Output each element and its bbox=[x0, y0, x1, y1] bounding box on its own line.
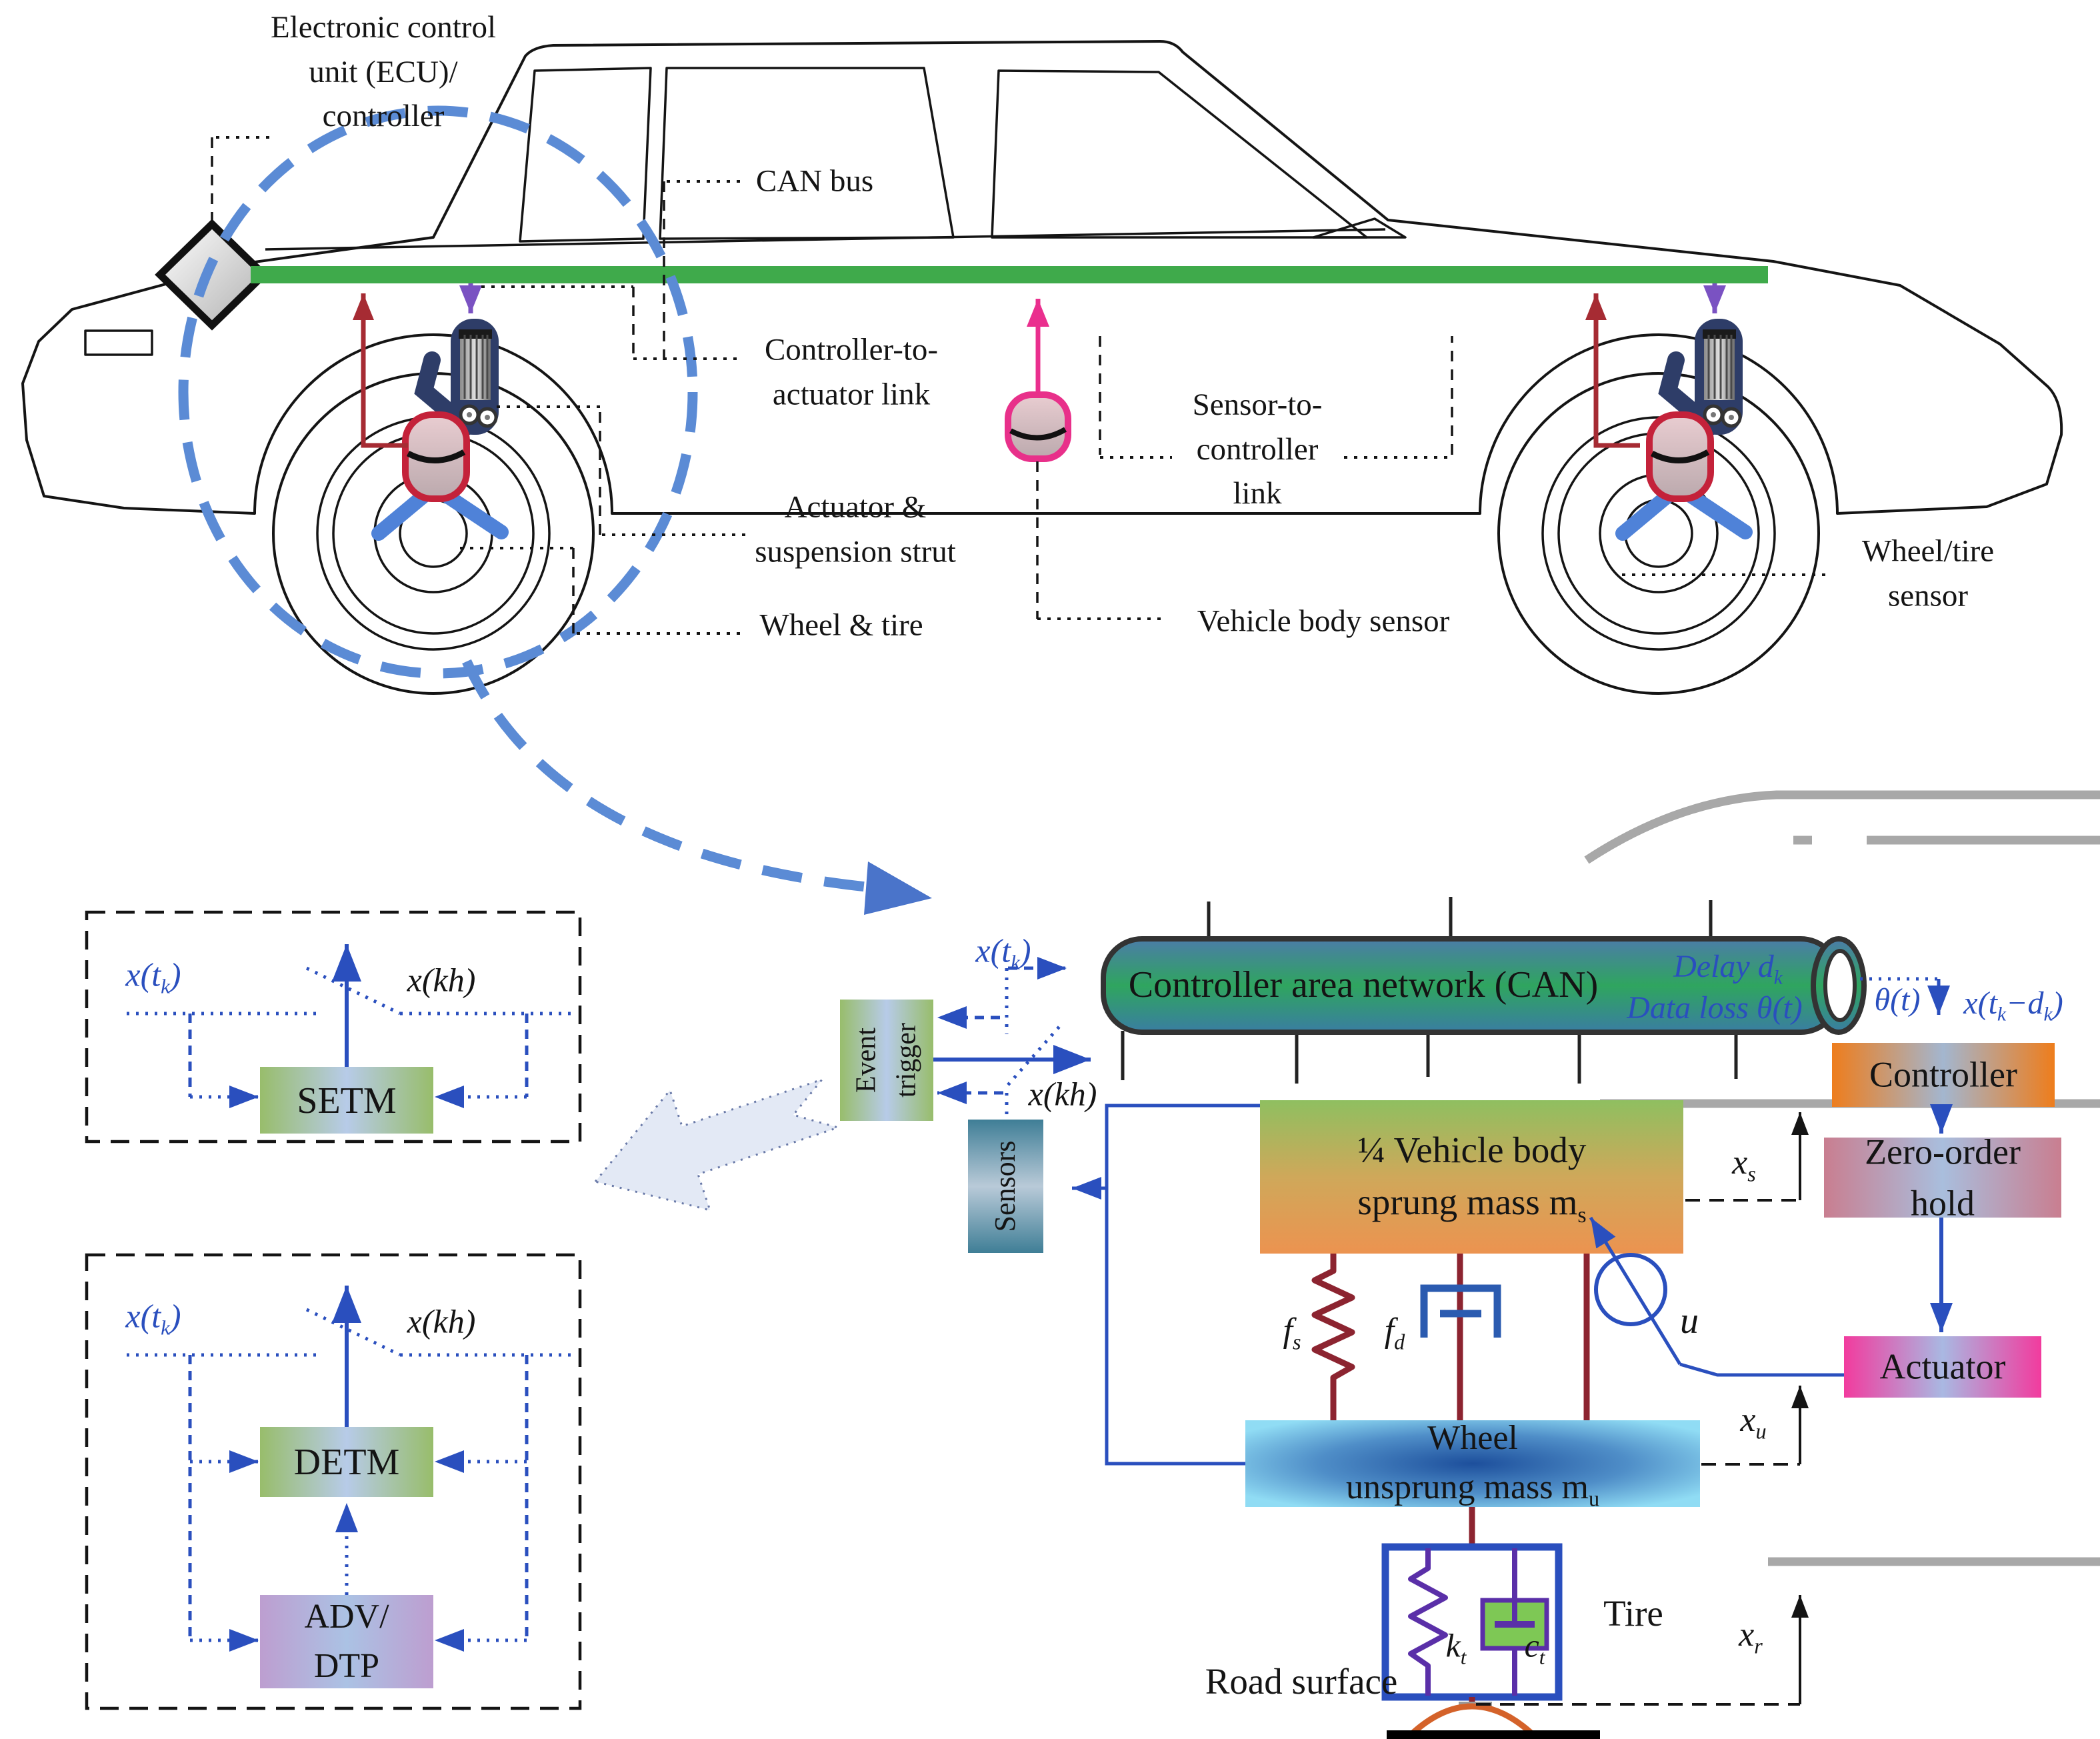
zero-order-hold-box bbox=[1824, 1138, 2061, 1218]
can-bus-bar bbox=[251, 266, 1768, 283]
front-wheel-sensor bbox=[402, 411, 470, 502]
rear-suspension bbox=[1615, 319, 1753, 541]
net-xtk-label: x(tk) bbox=[975, 932, 1031, 974]
actuator-wire bbox=[1679, 1362, 1844, 1377]
tire-stiffness-label: kt bbox=[1445, 1626, 1467, 1669]
setm-panel-border bbox=[85, 910, 582, 1144]
detm-box bbox=[260, 1427, 433, 1497]
actuator-box bbox=[1844, 1336, 2041, 1398]
front-sensor-up-arrow bbox=[353, 293, 408, 448]
tire-spring bbox=[1408, 1548, 1448, 1696]
tire-damping-label: ct bbox=[1524, 1626, 1545, 1669]
setm-xtk-label: x(tk) bbox=[125, 956, 181, 998]
can-tube bbox=[1101, 897, 1867, 1084]
sensors-box bbox=[968, 1120, 1043, 1253]
adv-dtp-box-label: ADV/DTP bbox=[304, 1598, 389, 1685]
sensor-feedback-loop bbox=[1072, 1104, 1260, 1466]
setm-box-label: SETM bbox=[297, 1080, 397, 1122]
window-driver bbox=[659, 67, 955, 240]
can-tube-opening bbox=[1823, 949, 1857, 1022]
detm-xkh-label: x(kh) bbox=[407, 1302, 476, 1340]
tire-label: Tire bbox=[1603, 1592, 1663, 1634]
adv-dtp-box bbox=[260, 1595, 433, 1688]
spring-force-label: fs bbox=[1283, 1312, 1301, 1354]
unsprung-disp-label: xu bbox=[1740, 1401, 1767, 1444]
vehicle-body-sensor-label: Vehicle body sensor bbox=[1197, 603, 1450, 639]
label-leaders bbox=[211, 136, 1825, 635]
setm-box bbox=[260, 1067, 433, 1134]
road-surface-label: Road surface bbox=[1205, 1660, 1398, 1702]
xtk-dk-label: x(tk−dk) bbox=[1963, 985, 2063, 1026]
rear-sensor-up-arrow bbox=[1585, 293, 1640, 448]
damper-force-label: fd bbox=[1384, 1312, 1405, 1354]
controller-label: Controller bbox=[1869, 1054, 2017, 1095]
trigger-wires bbox=[933, 957, 1950, 1120]
sprung-disp-label: xs bbox=[1732, 1144, 1756, 1186]
rear-wishbone-left bbox=[1615, 486, 1678, 541]
rear-wishbone-right bbox=[1682, 487, 1753, 539]
rear-wheel-sensor bbox=[1646, 411, 1714, 502]
window-front bbox=[519, 67, 652, 243]
theta-label: θ(t) bbox=[1874, 982, 1921, 1018]
actuator-strut-label: Actuator &suspension strut bbox=[755, 489, 956, 569]
suspension-spring bbox=[1311, 1254, 1355, 1420]
controller-to-actuator-label: Controller-to-actuator link bbox=[764, 332, 939, 411]
wheel-tire-label: Wheel & tire bbox=[759, 607, 923, 643]
displacement-indicators bbox=[1476, 1112, 1809, 1706]
car-body-path bbox=[21, 40, 2063, 515]
detm-box-label: DETM bbox=[293, 1442, 400, 1484]
sensors-label: Sensors bbox=[988, 1140, 1021, 1232]
actuator-force-circle bbox=[1594, 1253, 1667, 1326]
road-surface bbox=[1387, 1702, 1600, 1739]
window-rear-door bbox=[991, 69, 1368, 239]
road-disp-label: xr bbox=[1739, 1616, 1763, 1658]
suspension-damper bbox=[1420, 1284, 1501, 1338]
detail-hollow-arrow bbox=[593, 1077, 842, 1212]
can-label: Controller area network (CAN) bbox=[1128, 964, 1599, 1006]
front-wishbone-left bbox=[371, 486, 434, 541]
window-quarter bbox=[1312, 217, 1407, 239]
can-delay-label: Delay dk bbox=[1673, 948, 1783, 989]
unsprung-mass-box bbox=[1245, 1420, 1700, 1507]
can-data-loss-label: Data loss θ(t) bbox=[1627, 990, 1803, 1026]
front-vent bbox=[84, 329, 153, 356]
detm-panel-wires bbox=[127, 1286, 572, 1652]
event-trigger-box bbox=[840, 1000, 933, 1121]
setm-panel-wires bbox=[127, 944, 572, 1108]
car-signal-arrows bbox=[353, 283, 1726, 448]
car-beltline bbox=[265, 228, 1386, 251]
control-force-label: u bbox=[1680, 1300, 1699, 1342]
controller-box bbox=[1832, 1043, 2055, 1107]
car-outline bbox=[21, 40, 2063, 515]
vehicle-body-sensor-icon bbox=[1005, 391, 1071, 462]
front-wishbone-right bbox=[438, 487, 509, 539]
zoom-arrowhead bbox=[864, 861, 932, 915]
actuator-label: Actuator bbox=[1879, 1346, 2006, 1387]
can-bus-label: CAN bus bbox=[755, 163, 874, 199]
front-suspension bbox=[371, 319, 509, 541]
ecu-icon bbox=[155, 219, 269, 331]
setm-xkh-label: x(kh) bbox=[407, 961, 476, 999]
actuator-force-arrow bbox=[1589, 1216, 1682, 1366]
detm-panel-border bbox=[85, 1253, 582, 1710]
tire-assembly bbox=[1381, 1507, 1563, 1707]
net-xkh-label: x(kh) bbox=[1028, 1075, 1097, 1113]
suspension-elements bbox=[1311, 1216, 1844, 1420]
zoom-circle bbox=[178, 105, 867, 892]
detm-xtk-label: x(tk) bbox=[125, 1297, 181, 1340]
